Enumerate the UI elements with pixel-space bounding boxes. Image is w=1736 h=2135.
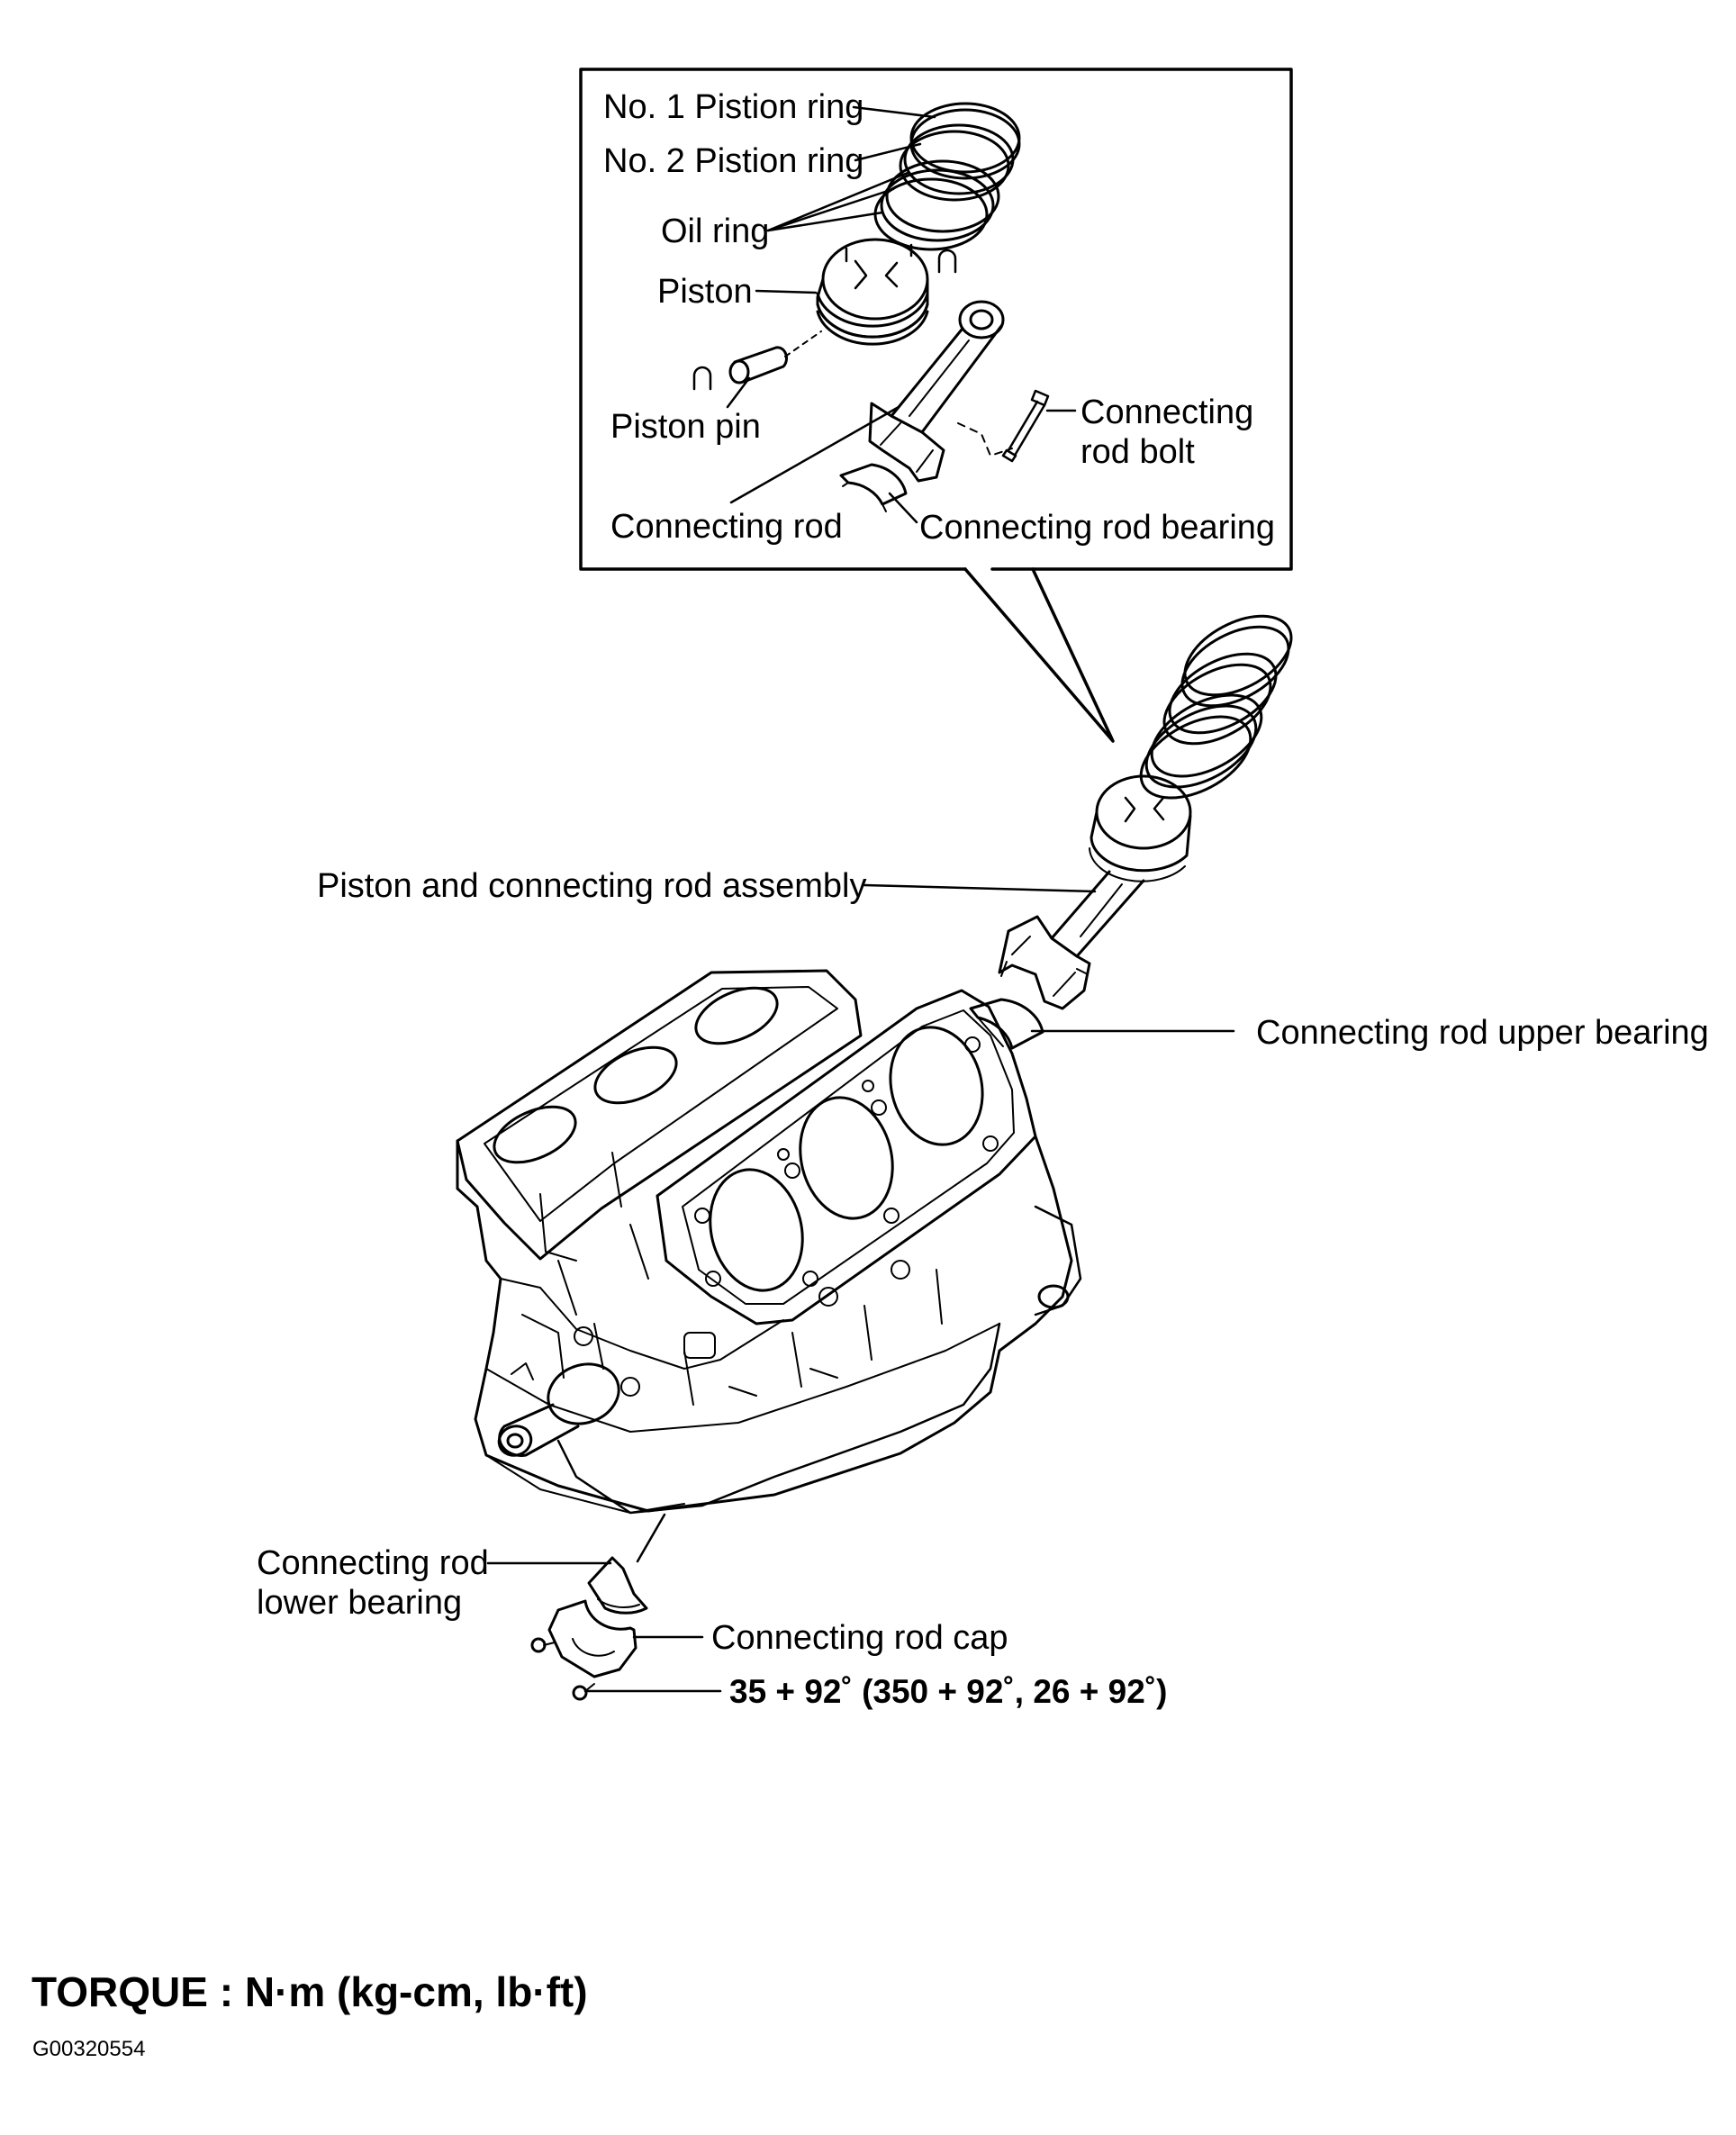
label-connecting-rod-upper-bearing: Connecting rod upper bearing (1256, 1014, 1709, 1052)
label-piston: Piston (657, 273, 753, 311)
main-piston-rod-assembly (998, 774, 1192, 1010)
torque-units-legend: TORQUE : N·m (kg-cm, lb·ft) (32, 1968, 588, 2015)
label-no1-piston-ring: No. 1 Pistion ring (603, 88, 864, 126)
label-oil-ring: Oil ring (661, 213, 770, 250)
main-piston-rings (1139, 614, 1293, 800)
inset-piston (816, 238, 929, 346)
label-connecting-rod-lower-bearing: Connecting rod lower bearing (257, 1544, 489, 1622)
main-leader-lines (486, 883, 1235, 1693)
label-connecting-rod-bolt: Connecting rod bolt (1080, 394, 1254, 471)
inset-connecting-rod-bolt (1001, 389, 1050, 463)
inset-callout-box (579, 68, 1293, 743)
label-connecting-rod: Connecting rod (610, 508, 843, 546)
torque-spec-value: 35 + 92˚ (350 + 92˚, 26 + 92˚) (729, 1673, 1168, 1710)
inset-connecting-rod (868, 300, 1013, 483)
label-connecting-rod-bearing: Connecting rod bearing (919, 509, 1276, 547)
main-engine-block (456, 969, 1082, 1515)
label-piston-rod-assembly: Piston and connecting rod assembly (317, 867, 867, 905)
inset-leader-lines (726, 105, 1077, 524)
inset-connecting-rod-bearing (839, 463, 908, 512)
label-no2-piston-ring: No. 2 Pistion ring (603, 142, 864, 180)
label-connecting-rod-cap: Connecting rod cap (711, 1619, 1008, 1657)
inset-piston-pin (728, 330, 822, 384)
inset-piston-clips (692, 249, 957, 391)
figure-code: G00320554 (32, 2037, 146, 2061)
main-lower-bearing-cap (530, 1556, 648, 1701)
label-piston-pin: Piston pin (610, 408, 761, 446)
